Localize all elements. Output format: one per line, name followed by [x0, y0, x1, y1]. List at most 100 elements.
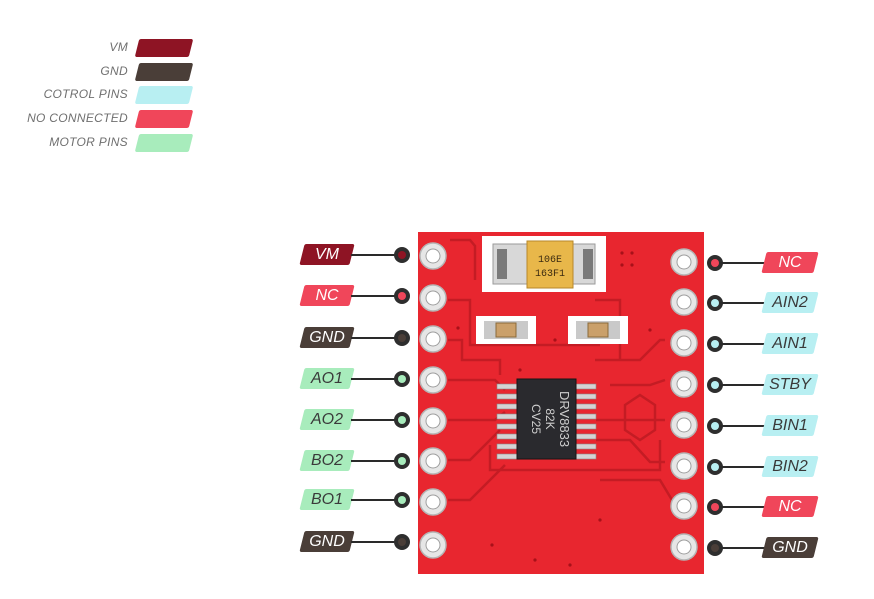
header-hole-right-8-drill — [676, 539, 692, 555]
pin-tag-gnd: GND — [299, 327, 355, 348]
pin-label-gnd-2: GND — [309, 533, 345, 550]
pin-lead — [351, 460, 399, 462]
pin-tag-gnd-2: GND — [299, 531, 355, 552]
pin-lead — [720, 302, 766, 304]
pin-dot — [394, 371, 410, 387]
pin-dot — [394, 247, 410, 263]
pin-lead — [351, 295, 399, 297]
header-hole-right-4-drill — [676, 376, 692, 392]
ic-marking-3: CV25 — [529, 404, 543, 434]
capacitor-body — [526, 240, 574, 289]
pin-dot — [394, 453, 410, 469]
pin-tag-vm: VM — [299, 244, 355, 265]
pin-lead — [720, 262, 766, 264]
pin-tag-ao1: AO1 — [299, 368, 355, 389]
pin-lead — [720, 506, 766, 508]
pin-lead — [351, 541, 399, 543]
vias — [456, 251, 652, 567]
pin-label-bin2: BIN2 — [772, 458, 808, 475]
pin-label-bin1: BIN1 — [772, 417, 808, 434]
header-hole-left-6-drill — [425, 453, 441, 469]
pin-tag-stby: STBY — [761, 374, 819, 395]
header-hole-right-3-drill — [676, 335, 692, 351]
pin-tag-nc-r2: NC — [761, 496, 819, 517]
pin-label-gnd-r: GND — [772, 539, 808, 556]
pin-lead — [720, 466, 766, 468]
header-hole-left-1-drill — [425, 248, 441, 264]
pin-lead — [351, 254, 399, 256]
pin-label-vm: VM — [315, 246, 339, 263]
legend-label-control: COTROL PINS — [43, 87, 128, 101]
legend-item-control: COTROL PINS — [0, 85, 200, 105]
pin-tag-bin2: BIN2 — [761, 456, 819, 477]
header-hole-right-1-drill — [676, 254, 692, 270]
capacitor-marking-2: 163F1 — [535, 269, 565, 280]
pin-lead — [351, 337, 399, 339]
header-hole-left-5-drill — [425, 413, 441, 429]
pin-label-bo2: BO2 — [310, 452, 343, 469]
pin-dot — [707, 459, 723, 475]
pin-dot — [394, 412, 410, 428]
ic-marking-1: DRV8833 — [557, 391, 572, 447]
pin-dot — [707, 540, 723, 556]
pin-tag-ain2: AIN2 — [761, 292, 819, 313]
legend-item-motor: MOTOR PINS — [0, 133, 200, 153]
pin-dot — [707, 377, 723, 393]
ic-pins — [496, 383, 597, 460]
pin-label-gnd: GND — [309, 329, 345, 346]
pin-label-bo1: BO1 — [310, 491, 343, 508]
header-hole-left-3-drill — [425, 331, 441, 347]
legend-label-nc: NO CONNECTED — [27, 111, 128, 125]
legend-label-vm: VM — [109, 40, 128, 54]
header-hole-right-7-drill — [676, 498, 692, 514]
pin-holes — [419, 242, 698, 561]
pin-lead — [720, 343, 766, 345]
pin-tag-bo1: BO1 — [299, 489, 355, 510]
pin-dot — [707, 255, 723, 271]
pin-tag-bo2: BO2 — [299, 450, 355, 471]
pin-dot — [707, 336, 723, 352]
capacitor-pad-left — [497, 249, 507, 279]
pin-dot — [394, 534, 410, 550]
pin-label-ain1: AIN1 — [772, 335, 808, 352]
legend-item-nc: NO CONNECTED — [0, 109, 200, 129]
pin-dot — [707, 295, 723, 311]
pin-lead — [720, 547, 766, 549]
pin-tag-bin1: BIN1 — [761, 415, 819, 436]
pin-tag-nc-r1: NC — [761, 252, 819, 273]
legend-label-motor: MOTOR PINS — [49, 135, 128, 149]
pin-label-nc-r1: NC — [778, 254, 802, 271]
pin-tag-nc: NC — [299, 285, 355, 306]
capacitor-marking-1: 106E — [538, 255, 562, 266]
pin-dot — [394, 288, 410, 304]
pin-dot — [394, 492, 410, 508]
ic-body — [516, 378, 577, 460]
capacitor-pad-right — [583, 249, 593, 279]
legend-item-gnd: GND — [0, 62, 200, 82]
ic-label: DRV8833 82K CV25 — [529, 391, 572, 447]
header-hole-right-2-drill — [676, 294, 692, 310]
pin-lead — [351, 419, 399, 421]
pin-dot — [707, 418, 723, 434]
resistor-2 — [587, 322, 609, 338]
pin-label-nc-r2: NC — [778, 498, 802, 515]
header-hole-left-7-drill — [425, 494, 441, 510]
resistor-1 — [495, 322, 517, 338]
pin-label-stby: STBY — [769, 376, 811, 393]
pin-label-ao1: AO1 — [310, 370, 343, 387]
header-hole-left-2-drill — [425, 290, 441, 306]
ic-marking-2: 82K — [543, 408, 557, 429]
pin-tag-gnd-r: GND — [761, 537, 819, 558]
header-hole-right-5-drill — [676, 417, 692, 433]
header-hole-right-6-drill — [676, 458, 692, 474]
header-hole-left-8-drill — [425, 537, 441, 553]
pin-lead — [720, 384, 766, 386]
legend-label-gnd: GND — [100, 64, 128, 78]
pcb-traces — [448, 238, 674, 502]
pin-lead — [351, 378, 399, 380]
pin-tag-ao2: AO2 — [299, 409, 355, 430]
pin-lead — [351, 499, 399, 501]
pin-label-ao2: AO2 — [310, 411, 343, 428]
pin-label-ain2: AIN2 — [772, 294, 808, 311]
